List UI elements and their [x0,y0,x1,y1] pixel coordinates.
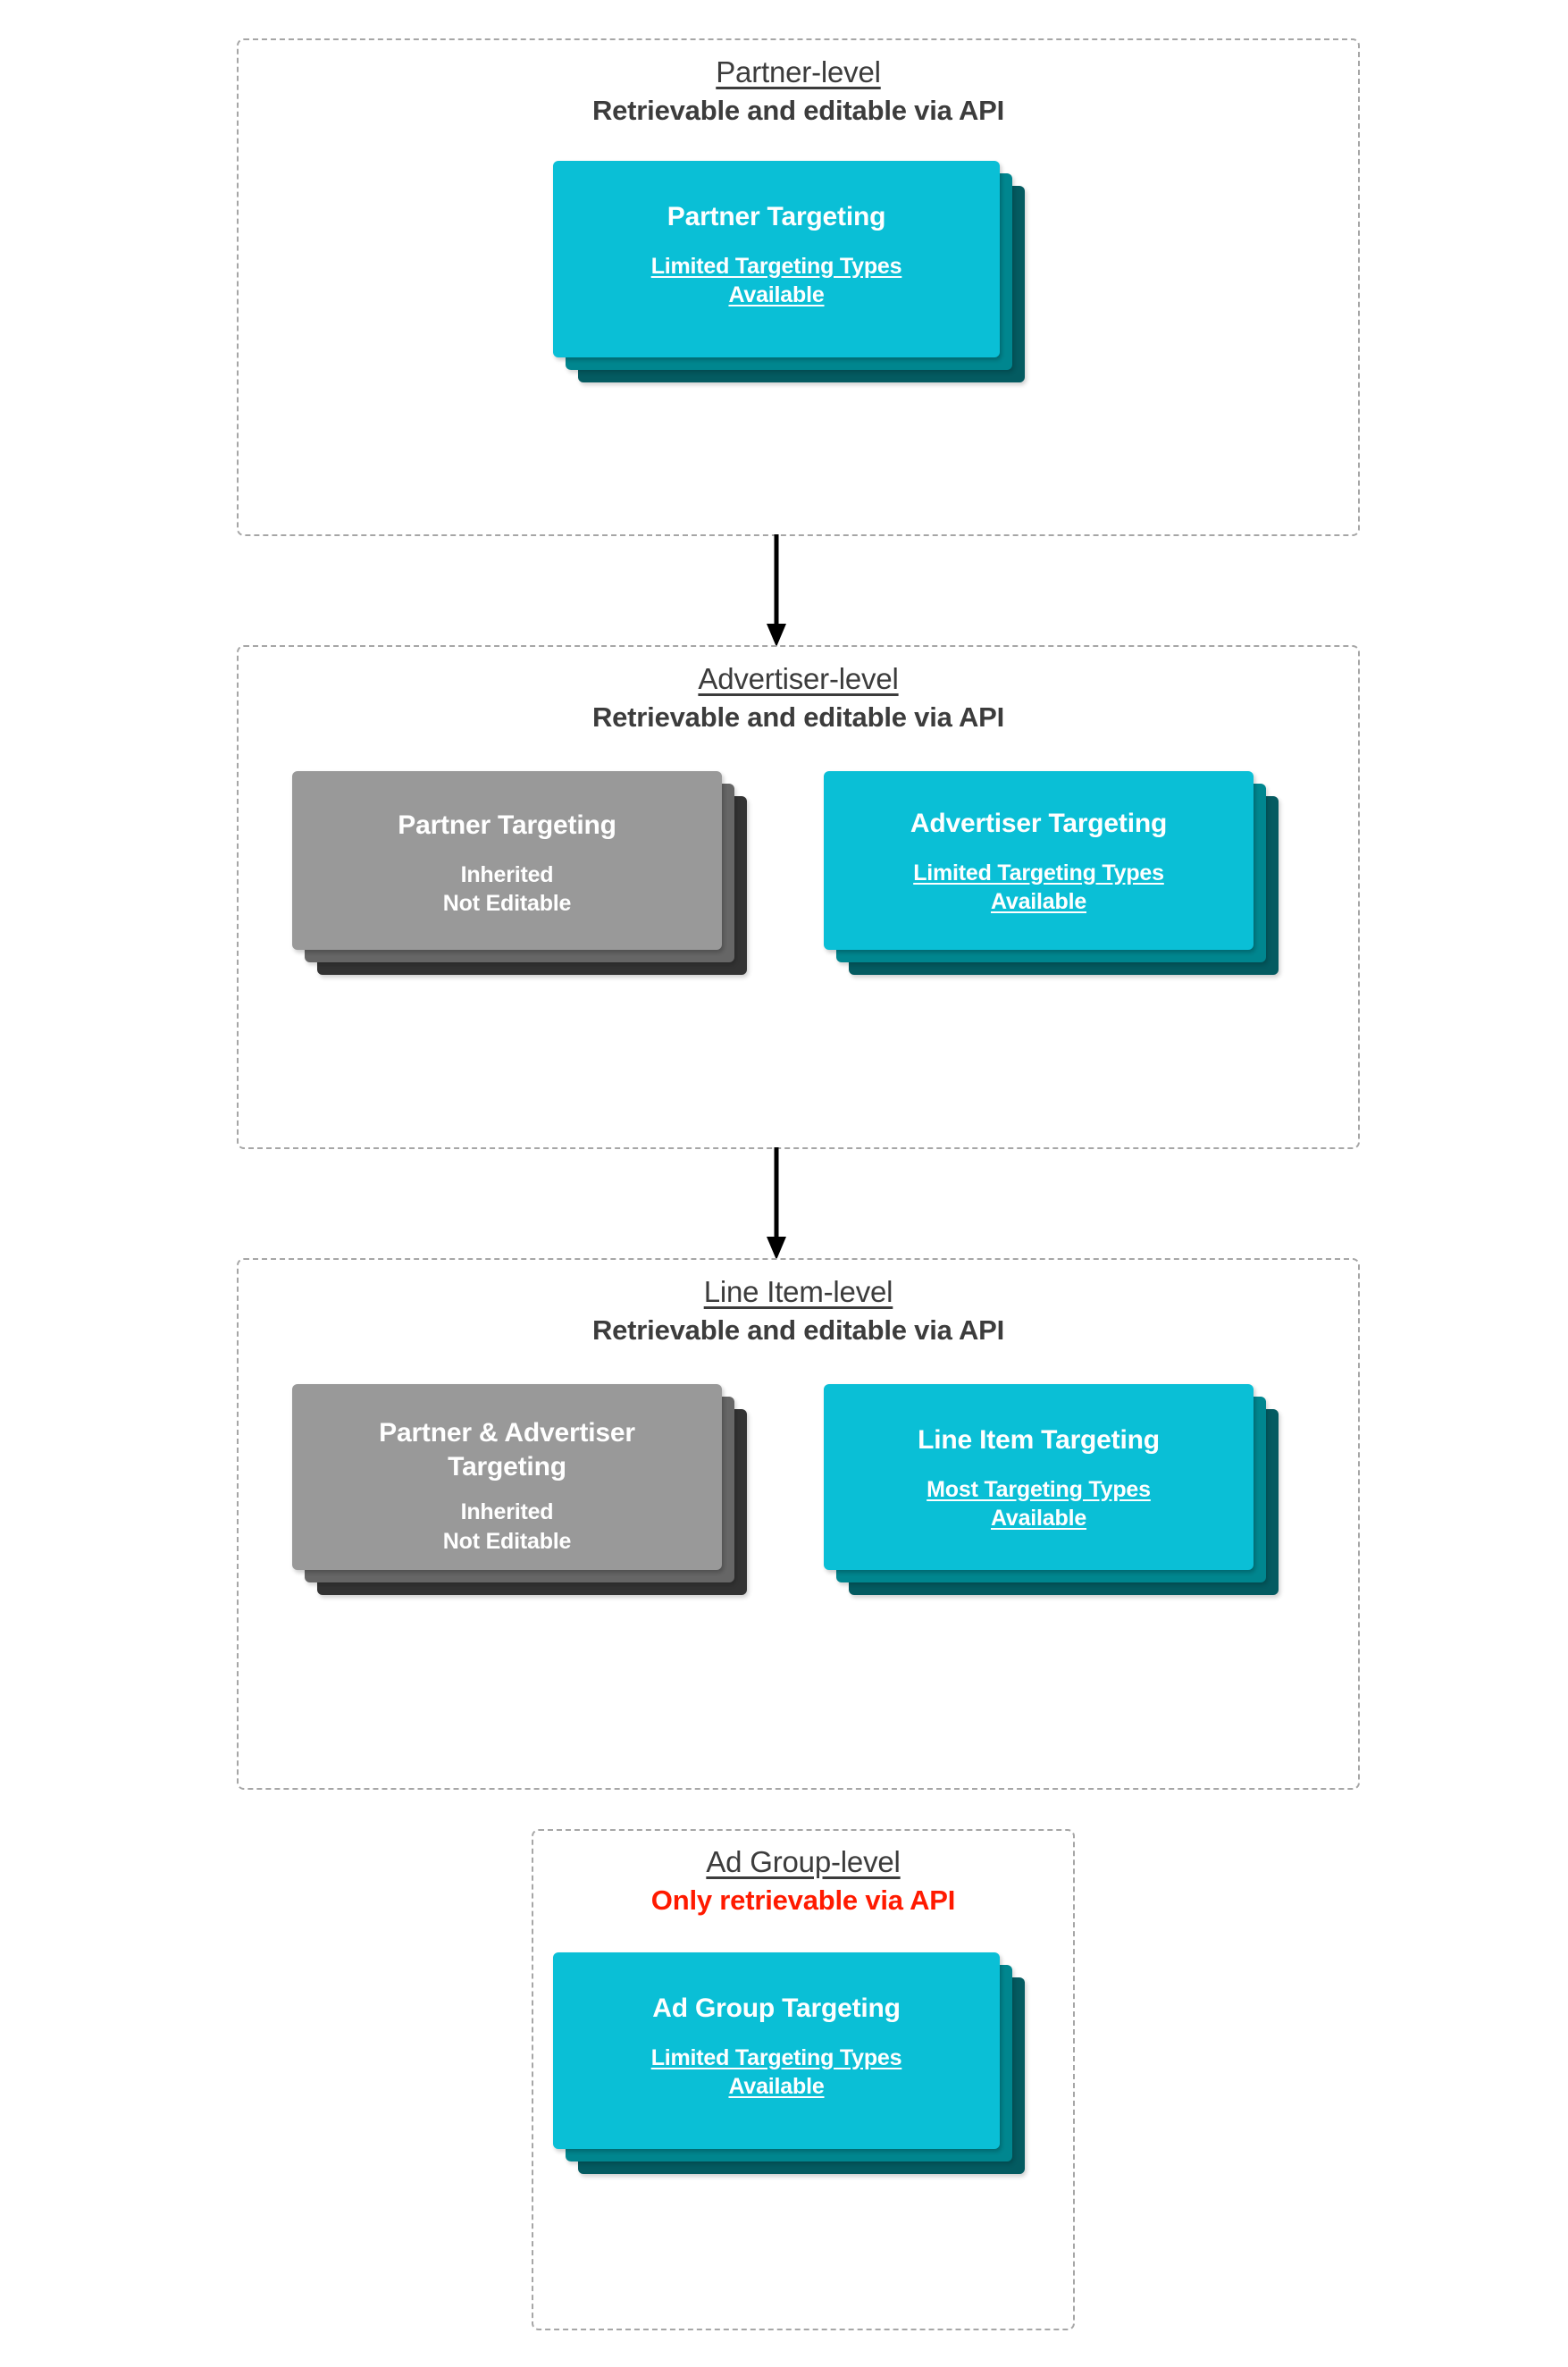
card-lineitem-targeting[interactable]: Line Item Targeting Most Targeting Types… [824,1384,1254,1570]
level-subtitle-adgroup: Only retrievable via API [650,1884,956,1917]
card-title: Partner Targeting [398,810,616,840]
arrow-partner-to-advertiser [767,534,786,647]
card-advertiser-inherited-partner[interactable]: Partner Targeting Inherited Not Editable [292,771,722,950]
card-lineitem-inherited[interactable]: Partner & Advertiser Targeting Inherited… [292,1384,722,1570]
card-advertiser-targeting[interactable]: Advertiser Targeting Limited Targeting T… [824,771,1254,950]
card-subtitle-line2: Available [728,282,825,307]
level-title-partner: Partner-level [716,55,881,88]
level-heading-advertiser: Advertiser-level Retrievable and editabl… [239,661,1358,736]
level-heading-adgroup: Ad Group-level Only retrievable via API [533,1844,1073,1919]
card-subtitle-line1: Inherited [460,1499,554,1524]
card-subtitle-line1: Limited Targeting Types [650,2044,902,2070]
card-title: Advertiser Targeting [910,809,1168,838]
card-title: Line Item Targeting [918,1425,1160,1455]
card-subtitle-line1: Limited Targeting Types [913,860,1164,886]
level-title-adgroup: Ad Group-level [706,1845,901,1878]
card-stack-partner-targeting[interactable]: Partner Targeting Limited Targeting Type… [553,161,1025,382]
level-title-lineitem: Line Item-level [703,1275,893,1308]
level-heading-lineitem: Line Item-level Retrievable and editable… [239,1274,1358,1349]
level-container-lineitem: Line Item-level Retrievable and editable… [237,1258,1360,1790]
card-title: Ad Group Targeting [652,1993,901,2023]
card-title: Partner Targeting [667,202,886,231]
card-title-line2: Targeting [448,1451,566,1481]
card-subtitle-line2: Available [728,2074,825,2099]
card-stack-lineitem-inherited[interactable]: Partner & Advertiser Targeting Inherited… [292,1384,747,1595]
level-container-advertiser: Advertiser-level Retrievable and editabl… [237,645,1360,1149]
card-partner-targeting[interactable]: Partner Targeting Limited Targeting Type… [553,161,1000,357]
card-subtitle-line2: Not Editable [442,891,572,916]
card-stack-advertiser-inherited-partner[interactable]: Partner Targeting Inherited Not Editable [292,771,747,975]
level-subtitle-lineitem: Retrievable and editable via API [591,1314,1005,1347]
card-subtitle-line1: Limited Targeting Types [650,253,902,279]
card-stack-advertiser-targeting[interactable]: Advertiser Targeting Limited Targeting T… [824,771,1279,975]
level-container-partner: Partner-level Retrievable and editable v… [237,38,1360,536]
card-subtitle-line2: Available [990,889,1087,914]
arrow-advertiser-to-lineitem [767,1147,786,1260]
card-stack-adgroup-targeting[interactable]: Ad Group Targeting Limited Targeting Typ… [553,1952,1025,2174]
card-title-line1: Partner & Advertiser [379,1418,635,1448]
level-container-adgroup: Ad Group-level Only retrievable via API … [532,1829,1075,2330]
level-heading-partner: Partner-level Retrievable and editable v… [239,55,1358,130]
level-subtitle-partner: Retrievable and editable via API [591,95,1005,127]
card-subtitle-line2: Not Editable [442,1528,572,1554]
level-subtitle-advertiser: Retrievable and editable via API [591,701,1005,734]
card-adgroup-targeting[interactable]: Ad Group Targeting Limited Targeting Typ… [553,1952,1000,2149]
card-subtitle-line2: Available [990,1506,1087,1531]
card-subtitle-line1: Inherited [460,861,554,887]
level-title-advertiser: Advertiser-level [698,662,899,695]
card-subtitle-line1: Most Targeting Types [927,1476,1151,1502]
card-stack-lineitem-targeting[interactable]: Line Item Targeting Most Targeting Types… [824,1384,1279,1595]
